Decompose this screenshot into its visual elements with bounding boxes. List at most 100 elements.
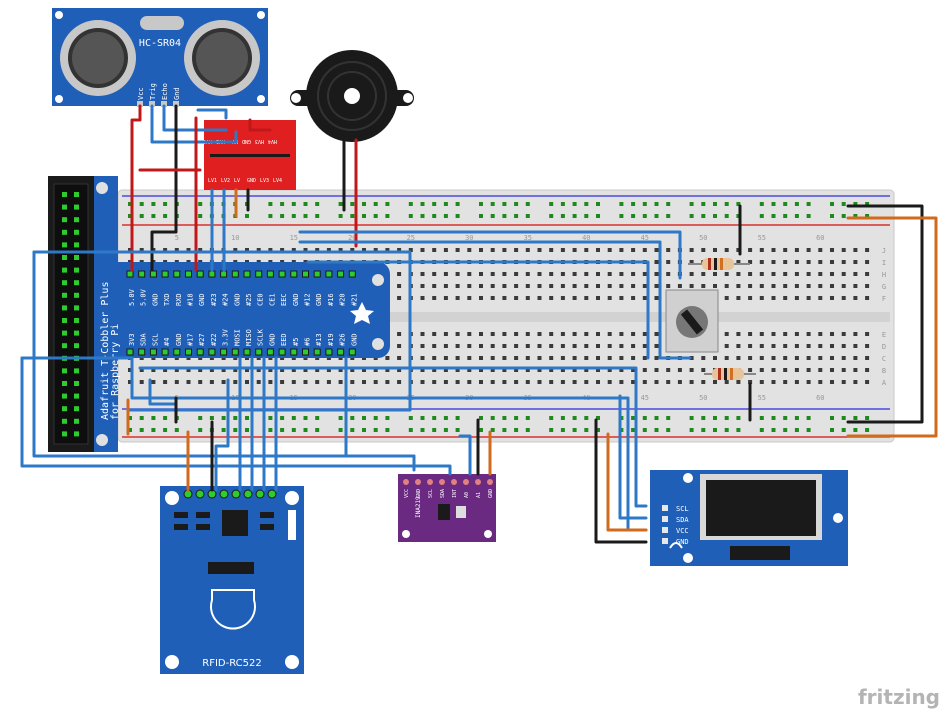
breadboard-hole (713, 356, 717, 360)
breadboard-hole (806, 260, 811, 264)
sensor-pin-label: Gnd (173, 87, 181, 100)
breadboard-hole (525, 248, 530, 252)
breadboard-hole (362, 368, 366, 372)
rail-hole (209, 416, 214, 420)
column-number: 45 (641, 394, 649, 402)
cobbler-pin (337, 270, 345, 278)
breadboard-hole (326, 380, 331, 384)
cobbler-pin-label: #18 (187, 293, 195, 306)
rail-hole (724, 202, 729, 206)
breadboard-hole (560, 344, 565, 348)
breadboard-hole (443, 248, 448, 252)
breadboard-hole (701, 284, 706, 288)
breadboard-hole (689, 284, 694, 288)
rail-hole (596, 202, 600, 206)
breadboard-hole (432, 332, 437, 336)
rail-hole (584, 416, 589, 420)
breadboard-hole (818, 272, 823, 276)
rail-hole (233, 428, 238, 432)
sensor-pin-label: Echo (161, 83, 169, 100)
breadboard-hole (724, 296, 729, 300)
rail-hole (338, 214, 343, 218)
breadboard-hole (502, 284, 507, 288)
rail-hole (373, 202, 378, 206)
breadboard-hole (654, 248, 659, 252)
breadboard-hole (514, 284, 519, 288)
breadboard-hole (455, 248, 460, 252)
t-cobbler-plus: Adafruit T-Cobbler Plus for Raspberry Pi… (48, 176, 390, 452)
breadboard-hole (443, 344, 448, 348)
breadboard-hole (853, 296, 858, 300)
breadboard-hole (701, 248, 706, 252)
rail-hole (455, 416, 460, 420)
breadboard-hole (443, 356, 448, 360)
cobbler-pin (126, 270, 134, 278)
breadboard-hole (397, 332, 402, 336)
breadboard-hole (397, 368, 402, 372)
cobbler-pin (266, 270, 274, 278)
breadboard-hole (654, 284, 659, 288)
rail-hole (338, 428, 343, 432)
cobbler-pin (161, 270, 169, 278)
breadboard-hole (771, 344, 776, 348)
cobbler-pin-label: MOSI (233, 329, 241, 346)
rail-hole (549, 202, 554, 206)
cobbler-pin (126, 348, 134, 356)
breadboard-hole (619, 380, 624, 384)
cobbler-pin-label: #22 (210, 333, 218, 346)
breadboard-hole (865, 248, 870, 252)
breadboard-hole (596, 356, 600, 360)
breadboard-hole (607, 332, 612, 336)
breadboard-hole (596, 380, 600, 384)
rail-hole (502, 214, 507, 218)
cobbler-pin (173, 270, 181, 278)
breadboard-hole (490, 284, 495, 288)
rail-hole (525, 214, 530, 218)
rail-hole (841, 214, 846, 218)
breadboard-hole (853, 356, 858, 360)
breadboard-hole (748, 248, 753, 252)
ribbon-pin (62, 343, 67, 349)
breadboard-hole (432, 296, 437, 300)
breadboard-hole (537, 356, 542, 360)
rail-hole (654, 202, 659, 206)
breadboard-hole (794, 356, 799, 360)
breadboard-hole (642, 272, 647, 276)
rail-hole (362, 214, 366, 218)
rail-hole (794, 428, 799, 432)
breadboard-hole (291, 248, 296, 252)
rail-hole (245, 214, 249, 218)
rail-hole (420, 428, 425, 432)
cobbler-pin (243, 348, 251, 356)
rail-hole (291, 202, 296, 206)
breadboard-hole (549, 344, 554, 348)
breadboard-hole (479, 272, 483, 276)
cobbler-pin-label: CE0 (257, 293, 265, 306)
rail-hole (631, 416, 636, 420)
breadboard-hole (818, 284, 823, 288)
breadboard-hole (666, 248, 671, 252)
rail-hole (596, 428, 600, 432)
breadboard-hole (736, 380, 741, 384)
breadboard-hole (303, 368, 308, 372)
breadboard-hole (537, 284, 542, 288)
breadboard-hole (128, 368, 132, 372)
breadboard-hole (619, 248, 624, 252)
rail-hole (689, 416, 694, 420)
breadboard-hole (467, 272, 472, 276)
ribbon-pin (74, 204, 79, 210)
cobbler-pin-label: #13 (315, 333, 323, 346)
breadboard-hole (666, 272, 671, 276)
breadboard-hole (537, 248, 542, 252)
ribbon-pin (74, 418, 79, 424)
breadboard-hole (584, 248, 589, 252)
breadboard-hole (373, 368, 378, 372)
rail-hole (432, 214, 437, 218)
oled-pin-label: VCC (676, 527, 689, 535)
breadboard-hole (373, 380, 378, 384)
cobbler-pin (138, 348, 146, 356)
oled-pin-label: SDA (676, 516, 689, 524)
breadboard-hole (268, 380, 273, 384)
